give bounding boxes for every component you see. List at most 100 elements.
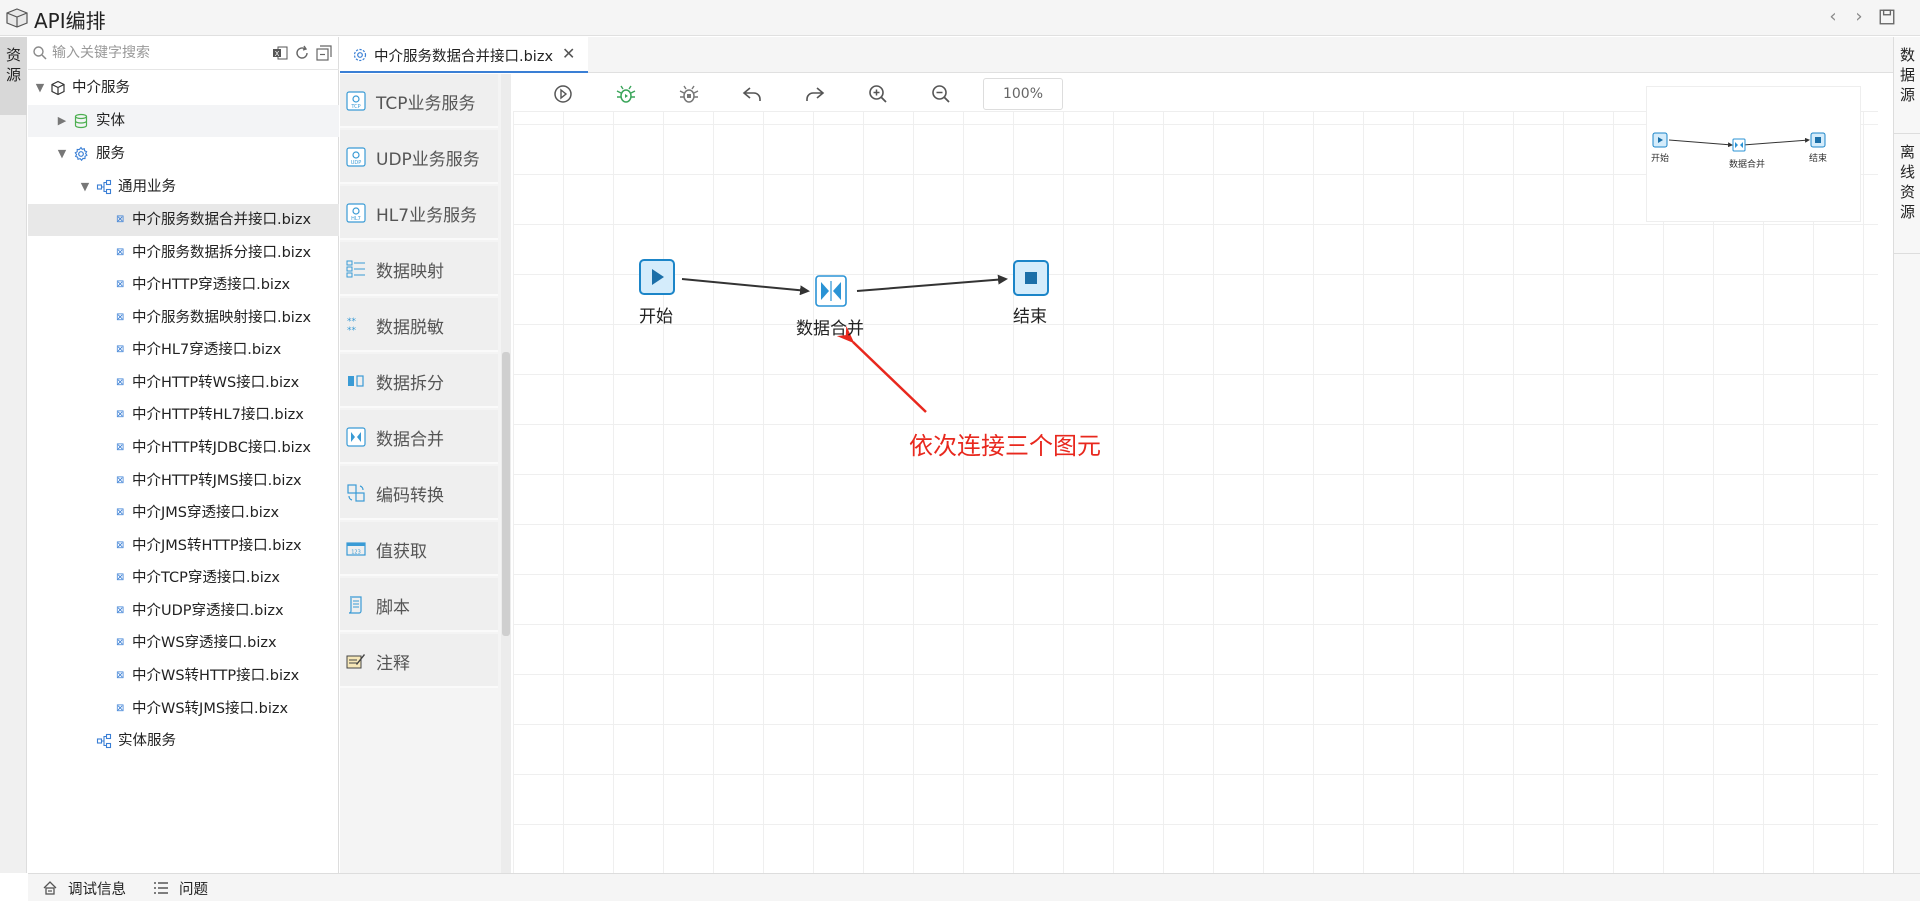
- editor-tab[interactable]: 中介服务数据合并接口.bizx ✕: [340, 37, 588, 73]
- tree-file-item[interactable]: ⊠ 中介HTTP转JDBC接口.bizx: [28, 432, 339, 464]
- palette-item-hl7[interactable]: HL7 HL7业务服务: [340, 186, 498, 240]
- tree-file-item[interactable]: ⊠ 中介WS转HTTP接口.bizx: [28, 660, 339, 692]
- file-icon: ⊠: [116, 312, 125, 323]
- tree-file-label: 中介HTTP转HL7接口.bizx: [132, 407, 304, 423]
- palette-label: 数据映射: [376, 262, 444, 282]
- file-icon: ⊠: [116, 703, 125, 714]
- search-row: X: [28, 37, 339, 70]
- tree-file-item[interactable]: ⊠ 中介服务数据拆分接口.bizx: [28, 237, 339, 269]
- svg-text:UDP: UDP: [351, 160, 362, 166]
- caret-down-icon[interactable]: ▼: [80, 180, 90, 193]
- tree-item-entity[interactable]: ▶ 实体: [28, 105, 339, 137]
- palette-scrollbar[interactable]: [501, 74, 511, 873]
- tree-file-label: 中介HTTP转JMS接口.bizx: [132, 473, 302, 489]
- minimap[interactable]: 开始 数据合并 结束: [1646, 86, 1861, 222]
- tree-file-item[interactable]: ⊠ 中介HTTP转JMS接口.bizx: [28, 465, 339, 497]
- diagram-svg: [639, 259, 1049, 413]
- excel-import-icon[interactable]: X: [271, 44, 289, 62]
- forward-icon[interactable]: ›: [1855, 6, 1863, 27]
- search-input[interactable]: [52, 42, 262, 64]
- data-source-tab[interactable]: 数据源: [1894, 37, 1920, 134]
- refresh-icon[interactable]: [293, 44, 311, 62]
- connector-merge-end[interactable]: [856, 274, 1008, 292]
- debug-info-label: 调试信息: [68, 882, 126, 898]
- tree-file-label: 中介服务数据合并接口.bizx: [132, 212, 312, 228]
- undo-icon[interactable]: [740, 82, 764, 106]
- palette-item-encoding[interactable]: 编码转换: [340, 466, 498, 520]
- tree-file-item[interactable]: ⊠ 中介HTTP转WS接口.bizx: [28, 367, 339, 399]
- palette-item-data-mapping[interactable]: 数据映射: [340, 242, 498, 296]
- palette-item-udp[interactable]: UDP UDP业务服务: [340, 130, 498, 184]
- flow-tree-icon: [96, 179, 112, 195]
- stop-debug-icon[interactable]: [677, 82, 701, 106]
- tree-item-general-business[interactable]: ▼ 通用业务: [28, 171, 339, 203]
- palette-item-value-get[interactable]: 123 值获取: [340, 522, 498, 576]
- data-masking-icon: ****: [347, 317, 357, 335]
- end-node[interactable]: [1013, 260, 1049, 296]
- palette-item-script[interactable]: 脚本: [340, 578, 498, 632]
- resource-tab[interactable]: 资源: [0, 37, 27, 115]
- close-icon[interactable]: ✕: [562, 44, 576, 63]
- editor-tab-label: 中介服务数据合并接口.bizx: [374, 49, 554, 65]
- list-icon: [154, 882, 168, 894]
- redo-icon[interactable]: [803, 82, 827, 106]
- run-icon[interactable]: [551, 82, 575, 106]
- connector-start-merge[interactable]: [681, 278, 810, 296]
- app-logo-icon: [6, 8, 28, 28]
- palette-item-data-split[interactable]: 数据拆分: [340, 354, 498, 408]
- tree-item-service[interactable]: ▼ 服务: [28, 138, 339, 170]
- palette-item-data-masking[interactable]: **** 数据脱敏: [340, 298, 498, 352]
- tree-file-item[interactable]: ⊠ 中介HTTP穿透接口.bizx: [28, 269, 339, 301]
- tree-item-root[interactable]: ▼ 中介服务: [28, 72, 339, 104]
- palette-item-data-merge[interactable]: 数据合并: [340, 410, 498, 464]
- tree-file-item[interactable]: ⊠ 中介WS穿透接口.bizx: [28, 627, 339, 659]
- tree-file-item[interactable]: ⊠ 中介JMS转HTTP接口.bizx: [28, 530, 339, 562]
- cube-icon: [51, 80, 65, 96]
- debug-icon[interactable]: [614, 82, 638, 106]
- database-icon: [74, 113, 88, 129]
- tree-file-item[interactable]: ⊠ 中介JMS穿透接口.bizx: [28, 497, 339, 529]
- tree-file-item[interactable]: ⊠ 中介TCP穿透接口.bizx: [28, 562, 339, 594]
- caret-down-icon[interactable]: ▼: [35, 81, 45, 94]
- tree-file-item[interactable]: ⊠ 中介WS转JMS接口.bizx: [28, 693, 339, 725]
- tree-file-label: 中介WS转JMS接口.bizx: [132, 701, 289, 717]
- file-icon: ⊠: [116, 637, 125, 648]
- tree-label: 通用业务: [118, 179, 176, 195]
- search-icon: [33, 46, 47, 60]
- offline-resource-tab[interactable]: 离线资源: [1894, 134, 1920, 254]
- zoom-level[interactable]: 100%: [983, 78, 1063, 110]
- data-merge-node[interactable]: [815, 275, 847, 307]
- scrollbar-thumb[interactable]: [502, 352, 510, 636]
- palette-label: HL7业务服务: [376, 206, 478, 226]
- svg-text:**: **: [347, 326, 357, 335]
- tree-file-item[interactable]: ⊠ 中介服务数据映射接口.bizx: [28, 302, 339, 334]
- collapse-all-icon[interactable]: [315, 44, 333, 62]
- zoom-in-icon[interactable]: [866, 82, 890, 106]
- data-mapping-icon: [346, 260, 365, 278]
- tree-item-entity-service[interactable]: 实体服务: [28, 725, 339, 757]
- tree-file-label: 中介WS穿透接口.bizx: [132, 635, 277, 651]
- palette-item-tcp[interactable]: TCP TCP业务服务: [340, 74, 498, 128]
- tree-file-item[interactable]: ⊠ 中介服务数据合并接口.bizx: [28, 204, 339, 236]
- start-node[interactable]: [639, 259, 675, 295]
- palette-label: 数据合并: [376, 430, 444, 450]
- tree-file-item[interactable]: ⊠ 中介HTTP转HL7接口.bizx: [28, 399, 339, 431]
- file-icon: ⊠: [116, 409, 125, 420]
- right-rail: 数据源 离线资源: [1893, 37, 1920, 873]
- flow-canvas[interactable]: 100% 开始: [513, 74, 1878, 873]
- caret-right-icon[interactable]: ▶: [57, 114, 67, 127]
- back-icon[interactable]: ‹: [1829, 6, 1837, 27]
- tree-label: 实体: [96, 113, 125, 129]
- caret-down-icon[interactable]: ▼: [57, 147, 67, 160]
- tree-file-label: 中介HL7穿透接口.bizx: [132, 342, 282, 358]
- zoom-out-icon[interactable]: [929, 82, 953, 106]
- editor-tab-bar: 中介服务数据合并接口.bizx ✕: [340, 37, 1893, 73]
- tree-file-item[interactable]: ⊠ 中介HL7穿透接口.bizx: [28, 334, 339, 366]
- minimap-end-label: 结束: [1809, 154, 1828, 164]
- value-get-icon: 123: [346, 542, 366, 556]
- palette-item-comment[interactable]: 注释: [340, 634, 498, 688]
- tree-file-item[interactable]: ⊠ 中介UDP穿透接口.bizx: [28, 595, 339, 627]
- minimap-start-label: 开始: [1651, 154, 1670, 164]
- save-icon[interactable]: [1876, 8, 1898, 26]
- tree-label: 实体服务: [118, 733, 176, 749]
